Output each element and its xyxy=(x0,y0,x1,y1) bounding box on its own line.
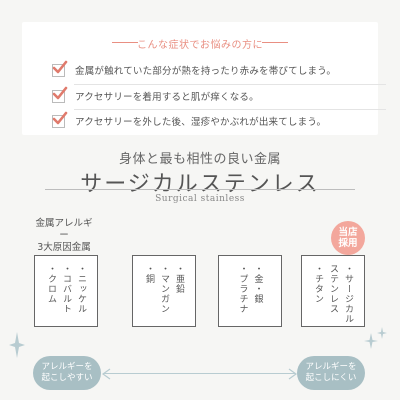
cause-label-line2: 3大原因金属 xyxy=(37,242,91,253)
badge-line2: 採用 xyxy=(338,238,358,249)
metal-name: ・銅 xyxy=(144,264,154,284)
metal-name: ・金・銀 xyxy=(252,264,263,304)
pill-line1: アレルギーを xyxy=(41,362,93,372)
sub-heading: 身体と最も相性の良い金属 xyxy=(118,152,281,167)
symptom-text: アクセサリーを着用すると肌が痒くなる。 xyxy=(75,92,259,103)
checkbox-checked-icon xyxy=(52,60,68,77)
metal-group-box: ・金・銀 ・プラチナ xyxy=(218,255,282,327)
metal-name: ・コバルト xyxy=(61,264,71,314)
metal-name: ・ニッケル xyxy=(76,264,86,314)
pill-line1: アレルギーを xyxy=(305,362,357,372)
symptom-panel: こんな症状でお悩みの方に 金属が触れていた部分が熱を持ったり赤みを帯びてしまう。… xyxy=(22,22,386,135)
sparkle-icon xyxy=(364,327,387,349)
symptom-item: 金属が触れていた部分が熱を持ったり赤みを帯びてしまう。 xyxy=(52,60,337,79)
english-subtitle: Surgical stainless xyxy=(155,194,245,204)
metal-group-box: ・サージカル ステンレス ・チタン xyxy=(301,255,365,327)
recommend-badge: 当店 採用 xyxy=(331,221,365,255)
allergy-resistant-pill: アレルギーを 起こしにくい xyxy=(297,356,365,390)
arrow-left-icon xyxy=(101,368,111,380)
metal-name: ・サージカル xyxy=(343,264,353,324)
checkbox-checked-icon xyxy=(52,111,68,128)
metal-name: ・クロム xyxy=(46,264,56,304)
metal-group-box: ・亜鉛 ・マンガン ・銅 xyxy=(132,255,196,327)
sparkle-icon xyxy=(9,332,25,358)
divider xyxy=(74,109,386,110)
symptom-title: こんな症状でお悩みの方に xyxy=(22,36,378,51)
metal-name: ステンレス xyxy=(328,264,338,314)
symptom-text: アクセサリーを外した後、湿疹やかぶれが出来てしまう。 xyxy=(75,117,327,128)
cause-label: 金属アレルギー 3大原因金属 xyxy=(34,218,94,254)
heading-rule xyxy=(45,189,355,190)
allergy-prone-pill: アレルギーを 起こしやすい xyxy=(33,356,101,390)
symptom-text: 金属が触れていた部分が熱を持ったり赤みを帯びてしまう。 xyxy=(75,66,337,77)
symptom-item: アクセサリーを着用すると肌が痒くなる。 xyxy=(52,86,259,105)
metal-name: ・亜鉛 xyxy=(174,264,184,294)
checkbox-checked-icon xyxy=(52,86,68,103)
pill-line2: 起こしにくい xyxy=(305,373,357,383)
metal-group-box: ・ニッケル ・コバルト ・クロム xyxy=(34,255,98,327)
cause-label-line1: 金属アレルギー xyxy=(35,218,93,241)
metal-name: ・プラチナ xyxy=(237,264,248,314)
scale-arrow-line xyxy=(103,373,295,374)
metal-name: ・マンガン xyxy=(159,264,169,314)
divider xyxy=(74,84,386,85)
pill-line2: 起こしやすい xyxy=(41,373,93,383)
metal-name: ・チタン xyxy=(313,264,323,304)
main-heading: サージカルステンレス xyxy=(80,172,320,197)
badge-line1: 当店 xyxy=(338,227,358,238)
arrow-right-icon xyxy=(288,368,298,380)
symptom-item: アクセサリーを外した後、湿疹やかぶれが出来てしまう。 xyxy=(52,111,327,130)
